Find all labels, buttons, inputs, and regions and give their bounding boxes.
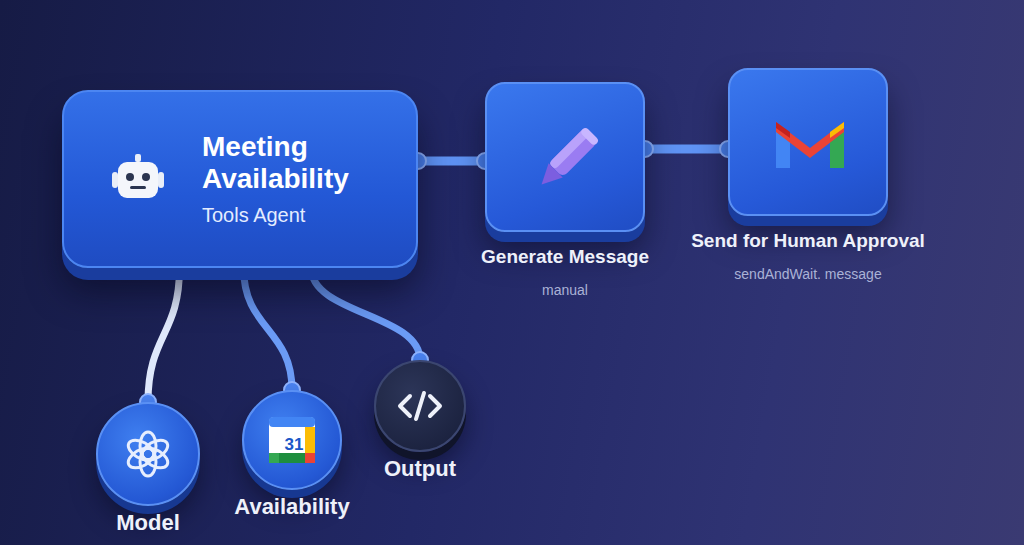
calendar-date: 31: [285, 435, 304, 455]
step-box: Send for Human ApprovalsendAndWait. mess…: [728, 68, 888, 216]
node-title: Availability: [234, 494, 349, 520]
node-subtitle: Tools Agent: [202, 204, 400, 227]
connector: [645, 145, 728, 154]
connector: [311, 268, 420, 360]
gmail-icon: [770, 112, 850, 180]
robot-icon: [108, 150, 168, 214]
tool-circle: Model: [96, 402, 200, 506]
code-icon: [397, 389, 443, 427]
caption-block: Availability: [234, 494, 349, 520]
caption-block: Generate Message manual: [481, 246, 649, 298]
connector: [244, 268, 292, 390]
connector: [418, 157, 485, 166]
text-block: Meeting AvailabilityTools Agent: [202, 92, 400, 266]
connector: [148, 268, 179, 402]
tool-circle: Output: [374, 360, 466, 452]
node-title: Model: [116, 510, 180, 536]
node-title: Meeting Availability: [202, 131, 400, 194]
step-box: Generate Messagemanual: [485, 82, 645, 232]
node-title: Send for Human Approval: [691, 230, 925, 252]
node-title: Output: [384, 456, 456, 482]
node-title: Generate Message: [481, 246, 649, 268]
node-subtitle: manual: [481, 282, 649, 298]
caption-block: Model: [116, 510, 180, 536]
node-subtitle: sendAndWait. message: [691, 266, 925, 282]
tool-circle: Availability31: [242, 390, 342, 490]
caption-block: Send for Human Approval sendAndWait. mess…: [691, 230, 925, 282]
agent-box: Meeting AvailabilityTools Agent: [62, 90, 418, 268]
caption-block: Output: [384, 456, 456, 482]
pencil-icon: [527, 119, 607, 203]
openai-icon: [120, 426, 176, 486]
